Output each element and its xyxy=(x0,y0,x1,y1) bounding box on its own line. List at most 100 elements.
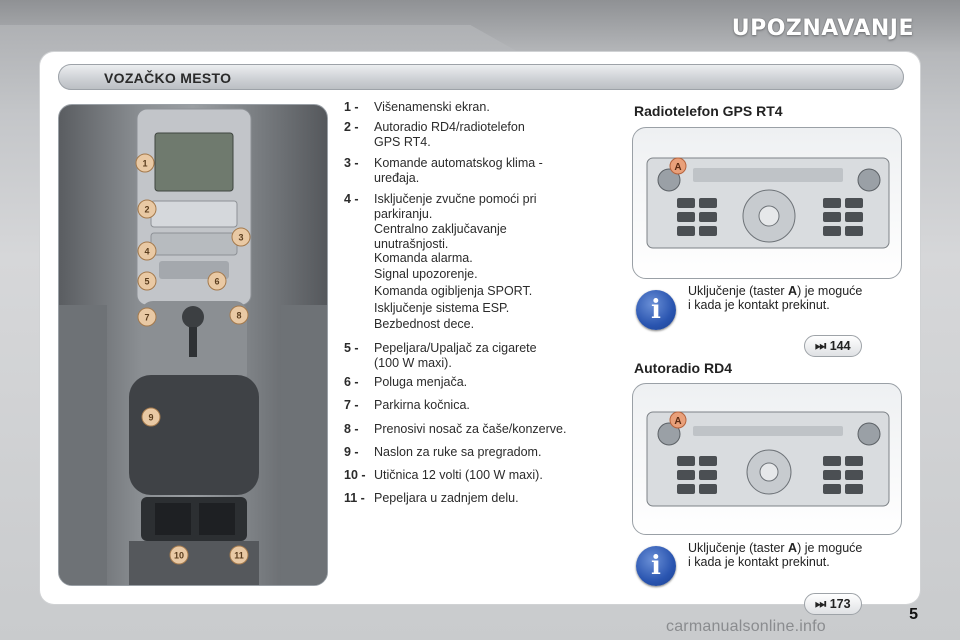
item-text-line: GPS RT4. xyxy=(374,135,431,149)
rd4-page-reference[interactable]: ⏭ 173 xyxy=(804,593,862,615)
item-text-line: Parkirna kočnica. xyxy=(374,398,470,412)
item-number: 3 - xyxy=(344,156,359,170)
item-number: 8 - xyxy=(344,422,359,436)
callout-5: 5 xyxy=(137,271,157,291)
gps-title: Radiotelefon GPS RT4 xyxy=(634,103,783,119)
callout-6: 6 xyxy=(207,271,227,291)
item-text-line: Komanda ogibljenja SPORT. xyxy=(374,284,533,298)
gps-radio-image: A xyxy=(632,127,902,279)
gear-stick xyxy=(189,327,197,357)
item-text: Komanda alarma. xyxy=(374,251,624,266)
callout-label: 9 xyxy=(148,413,153,423)
item-text: Naslon za ruke sa pregradom. xyxy=(374,445,624,460)
item-number: 9 - xyxy=(344,445,359,459)
gear-knob xyxy=(182,306,204,328)
item-text-line: Utičnica 12 volti (100 W maxi). xyxy=(374,468,543,482)
radio-panel xyxy=(150,200,238,228)
gps-button-a-label: A xyxy=(674,162,681,173)
item-text-line: Isključenje zvučne pomoći pri xyxy=(374,192,537,206)
callout-2: 2 xyxy=(137,199,157,219)
console-photo: 1 2 3 4 5 6 7 8 9 10 11 xyxy=(58,104,328,586)
callout-label: 4 xyxy=(144,247,149,257)
info-icon: i xyxy=(636,546,676,586)
callout-10: 10 xyxy=(169,545,189,565)
callout-9: 9 xyxy=(141,407,161,427)
section-bar xyxy=(58,64,904,90)
item-number: 1 - xyxy=(344,100,359,114)
gps-page-reference[interactable]: ⏭ 144 xyxy=(804,335,862,357)
item-text: Signal upozorenje. xyxy=(374,267,624,282)
callout-4: 4 xyxy=(137,241,157,261)
item-text-line: Naslon za ruke sa pregradom. xyxy=(374,445,542,459)
item-text-line: parkiranju. xyxy=(374,207,433,221)
item-text: Komanda ogibljenja SPORT. xyxy=(374,284,624,299)
page-number: 5 xyxy=(909,606,918,623)
item-text-line: Višenamenski ekran. xyxy=(374,100,490,114)
item-text: Utičnica 12 volti (100 W maxi). xyxy=(374,468,624,483)
item-text-line: Centralno zaključavanje xyxy=(374,222,507,236)
item-text-line: Poluga menjača. xyxy=(374,375,468,389)
rd4-info-text: Uključenje (taster A) je moguće i kada j… xyxy=(688,541,863,569)
callout-label: 7 xyxy=(144,313,149,323)
callout-1: 1 xyxy=(135,153,155,173)
callout-7: 7 xyxy=(137,307,157,327)
item-number: 5 - xyxy=(344,341,359,355)
item-text-line: Prenosivi nosač za čaše/konzerve. xyxy=(374,422,567,436)
callout-label: 6 xyxy=(214,277,219,287)
item-text: Parkirna kočnica. xyxy=(374,398,624,413)
callout-label: 3 xyxy=(238,233,243,243)
callout-label: 10 xyxy=(174,551,184,561)
item-number: 4 - xyxy=(344,192,359,206)
left-seat xyxy=(59,305,107,585)
item-number: 2 - xyxy=(344,120,359,134)
item-text-line: Pepeljara/Upaljač za cigarete xyxy=(374,341,537,355)
screen xyxy=(154,132,234,192)
item-text: Isključenje sistema ESP. xyxy=(374,301,624,316)
item-text-line: Komanda alarma. xyxy=(374,251,473,265)
item-text-line: Komande automatskog klima - xyxy=(374,156,543,170)
item-text-line: Pepeljara u zadnjem delu. xyxy=(374,491,519,505)
callout-label: 5 xyxy=(144,277,149,287)
item-text: Komande automatskog klima -uređaja. xyxy=(374,156,624,186)
item-text: Bezbednost dece. xyxy=(374,317,624,332)
item-text: Pepeljara/Upaljač za cigarete(100 W maxi… xyxy=(374,341,624,371)
climate-panel xyxy=(150,232,238,256)
item-text-line: uređaja. xyxy=(374,171,420,185)
item-text: Prenosivi nosač za čaše/konzerve. xyxy=(374,422,624,437)
callout-label: 2 xyxy=(144,205,149,215)
item-text: Pepeljara u zadnjem delu. xyxy=(374,491,624,506)
callout-3: 3 xyxy=(231,227,251,247)
callout-label: 11 xyxy=(234,551,244,561)
rd4-radio-drawing: A xyxy=(646,411,890,507)
item-number: 7 - xyxy=(344,398,359,412)
item-text-line: Isključenje sistema ESP. xyxy=(374,301,510,315)
item-number: 10 - xyxy=(344,468,366,482)
callout-11: 11 xyxy=(229,545,249,565)
rd4-radio-image: A xyxy=(632,383,902,535)
right-seat xyxy=(281,305,327,585)
item-text-line: Autoradio RD4/radiotelefon xyxy=(374,120,525,134)
callout-label: 1 xyxy=(142,159,147,169)
item-number: 11 - xyxy=(344,491,365,505)
rd4-button-a-label: A xyxy=(674,416,681,427)
item-number: 6 - xyxy=(344,375,359,389)
item-text-line: (100 W maxi). xyxy=(374,356,452,370)
gps-radio-drawing: A xyxy=(646,157,890,249)
gps-info-text: Uključenje (taster A) je moguće i kada j… xyxy=(688,284,863,312)
callout-8: 8 xyxy=(229,305,249,325)
item-text-line: unutrašnjosti. xyxy=(374,237,449,251)
info-icon: i xyxy=(636,290,676,330)
section-title: VOZAČKO MESTO xyxy=(104,70,232,86)
console-illustration: 1 2 3 4 5 6 7 8 9 10 11 xyxy=(59,108,327,585)
armrest xyxy=(129,375,259,495)
callout-label: 8 xyxy=(236,311,241,321)
watermark: carmanualsonline.info xyxy=(666,618,826,635)
item-text: Poluga menjača. xyxy=(374,375,624,390)
rd4-title: Autoradio RD4 xyxy=(634,360,732,376)
item-text-line: Signal upozorenje. xyxy=(374,267,478,281)
page-title: UPOZNAVANJE xyxy=(731,16,914,41)
item-text-line: Bezbednost dece. xyxy=(374,317,475,331)
